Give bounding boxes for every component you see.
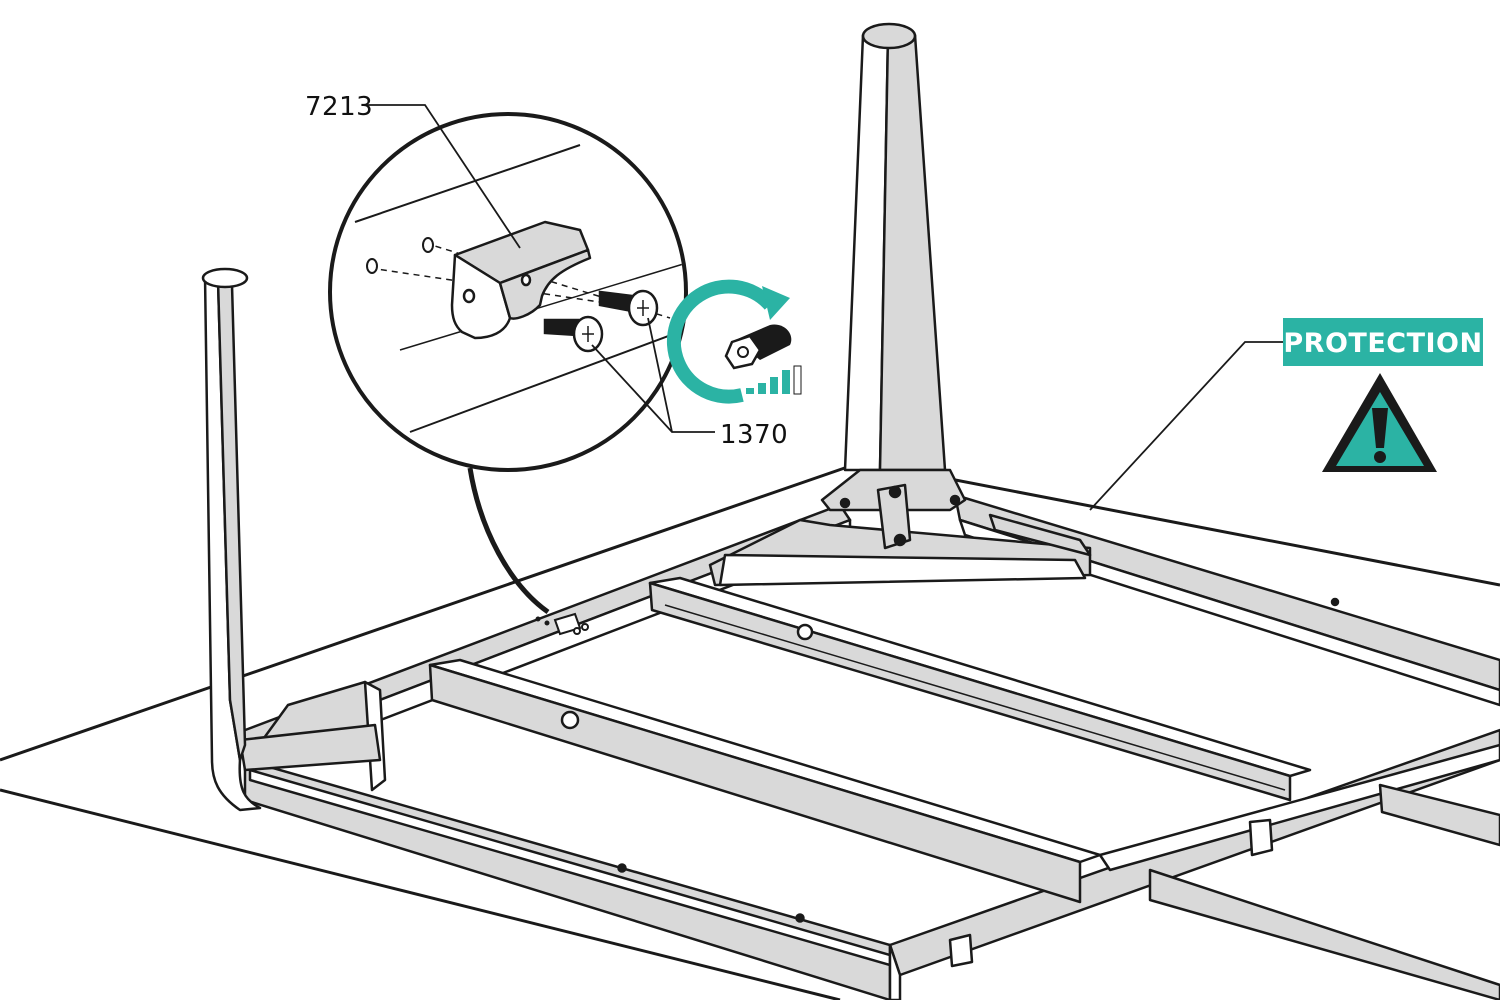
center-beam-right <box>948 743 1500 1000</box>
screw-part-a <box>543 315 604 353</box>
screw-hole <box>795 913 805 923</box>
l-bracket-part <box>450 220 592 340</box>
part-number-7213: 7213 <box>305 92 373 122</box>
corner-bracket-center <box>708 513 1092 587</box>
callout-leader-1370-b <box>647 317 673 433</box>
inner-beam-1 <box>428 658 1102 904</box>
frame-rail-back-right <box>953 493 1500 707</box>
inner-beam-2 <box>648 576 1312 802</box>
detail-magnifier <box>328 112 688 472</box>
corner-bracket-left <box>238 680 387 792</box>
screw-hole <box>617 863 627 873</box>
protection-label: PROTECTION <box>1283 328 1482 359</box>
detail-pointer <box>467 467 550 615</box>
bracket-location <box>535 612 589 636</box>
screw-part-b <box>598 289 659 327</box>
wrench-rotate-icon <box>666 279 802 404</box>
warning-triangle-icon <box>1322 373 1437 472</box>
part-number-1370: 1370 <box>720 420 788 450</box>
frame-rail-front <box>243 758 892 1000</box>
table-leg-left <box>201 267 262 812</box>
callout-leader-7213 <box>365 104 521 249</box>
screw-hole <box>1330 597 1340 607</box>
protection-tag: PROTECTION <box>1283 318 1483 366</box>
table-leg-center <box>820 22 967 550</box>
protection-leader <box>1089 341 1283 511</box>
